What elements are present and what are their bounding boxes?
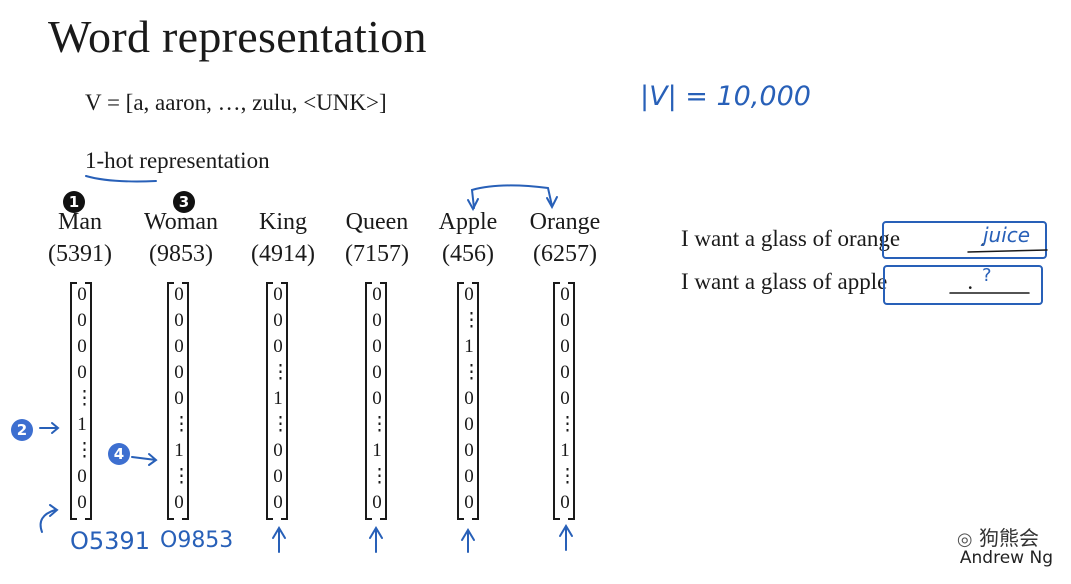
sentence-apple: I want a glass of apple. (681, 269, 974, 294)
vector-cell: 0 (464, 414, 474, 435)
vector-cell: 0 (464, 440, 474, 461)
vector-cell: 0 (273, 492, 283, 513)
handwritten-juice: juice (983, 223, 1031, 247)
up-arrow-apple-icon (461, 528, 475, 553)
vector-cell: 0 (464, 388, 474, 409)
author-name: Andrew Ng (959, 548, 1053, 568)
vector-cell: 0 (372, 388, 382, 409)
vector-cell: 0 (464, 284, 474, 305)
vector-cell: 1 (464, 336, 474, 357)
vector-cell: 0 (560, 336, 570, 357)
vector-cell: 0 (77, 310, 87, 331)
vector-cell: 0 (77, 284, 87, 305)
vector-cell: 0 (372, 336, 382, 357)
vector-cell: 1 (273, 388, 283, 409)
watermark: ◎ 狗熊会 (956, 526, 1039, 550)
word-index-man: (5391) (48, 241, 112, 267)
boxed-word-apple: apple (837, 269, 888, 294)
curved-arrow-icon (39, 509, 56, 533)
word-index-woman: (9853) (149, 241, 213, 267)
handwritten-o-5391: O5391 (70, 527, 150, 555)
vector-cell: 0 (464, 466, 474, 487)
vector-cell: 0 (273, 310, 283, 331)
sentence-orange: I want a glass of orange. (681, 226, 986, 251)
vector-cell: 0 (174, 388, 184, 409)
badge-1: 1 (63, 191, 85, 213)
vector-cell: 0 (372, 310, 382, 331)
vector-cell: 1 (77, 414, 87, 435)
apple-orange-arc (470, 184, 553, 209)
vector-cell: 1 (174, 440, 184, 461)
badge-3: 3 (173, 191, 195, 213)
badge-2: 2 (11, 419, 33, 441)
arrow-2-icon (39, 422, 60, 434)
word-index-queen: (7157) (345, 241, 409, 267)
word-index-apple: (456) (442, 241, 494, 267)
arrow-4-icon (131, 453, 158, 466)
vector-cell: 0 (464, 492, 474, 513)
vector-cell: 0 (77, 336, 87, 357)
vector-cell: 0 (174, 310, 184, 331)
vector-cell: 0 (273, 466, 283, 487)
boxed-word-orange: orange (837, 226, 901, 251)
wechat-icon: ◎ (956, 529, 973, 550)
handwritten-question-mark: ? (982, 265, 992, 286)
vector-cell: 0 (273, 440, 283, 461)
up-arrow-orange-icon (559, 524, 573, 551)
vector-cell: 0 (560, 362, 570, 383)
one-hot-label: 1-hot representation (85, 148, 270, 173)
vector-cell: 0 (77, 492, 87, 513)
word-label-man: Man (58, 209, 102, 235)
vector-cell: 0 (174, 362, 184, 383)
vector-cell: 0 (372, 362, 382, 383)
underline-stroke (85, 175, 157, 183)
word-index-king: (4914) (251, 241, 315, 267)
vector-cell: 0 (372, 284, 382, 305)
vocabulary-definition: V = [a, aaron, …, zulu, <UNK>] (85, 90, 387, 115)
word-label-apple: Apple (438, 209, 498, 235)
box-apple (883, 265, 1043, 305)
vector-cell: 1 (560, 440, 570, 461)
word-label-woman: Woman (143, 209, 219, 235)
vocab-size-note: |V| = 10,000 (640, 81, 811, 112)
up-arrow-king-icon (272, 526, 286, 553)
vector-cell: 0 (77, 362, 87, 383)
handwritten-o-9853: O9853 (160, 528, 234, 553)
word-label-king: King (259, 209, 307, 235)
vector-cell: 0 (77, 466, 87, 487)
vector-cell: 0 (560, 492, 570, 513)
vector-cell: 0 (174, 336, 184, 357)
vector-cell: 0 (273, 284, 283, 305)
word-label-queen: Queen (345, 209, 409, 235)
vector-cell: 1 (372, 440, 382, 461)
vector-cell: 0 (372, 492, 382, 513)
vector-cell: 0 (560, 284, 570, 305)
vector-cell: 0 (560, 388, 570, 409)
vector-cell: 0 (174, 284, 184, 305)
word-index-orange: (6257) (533, 241, 597, 267)
word-label-orange: Orange (529, 209, 601, 235)
vector-cell: 0 (560, 310, 570, 331)
vector-cell: 0 (174, 492, 184, 513)
box-orange (882, 221, 1047, 259)
up-arrow-queen-icon (369, 526, 383, 553)
vector-cell: 0 (273, 336, 283, 357)
slide-title: Word representation (48, 11, 427, 62)
badge-4: 4 (108, 443, 130, 465)
